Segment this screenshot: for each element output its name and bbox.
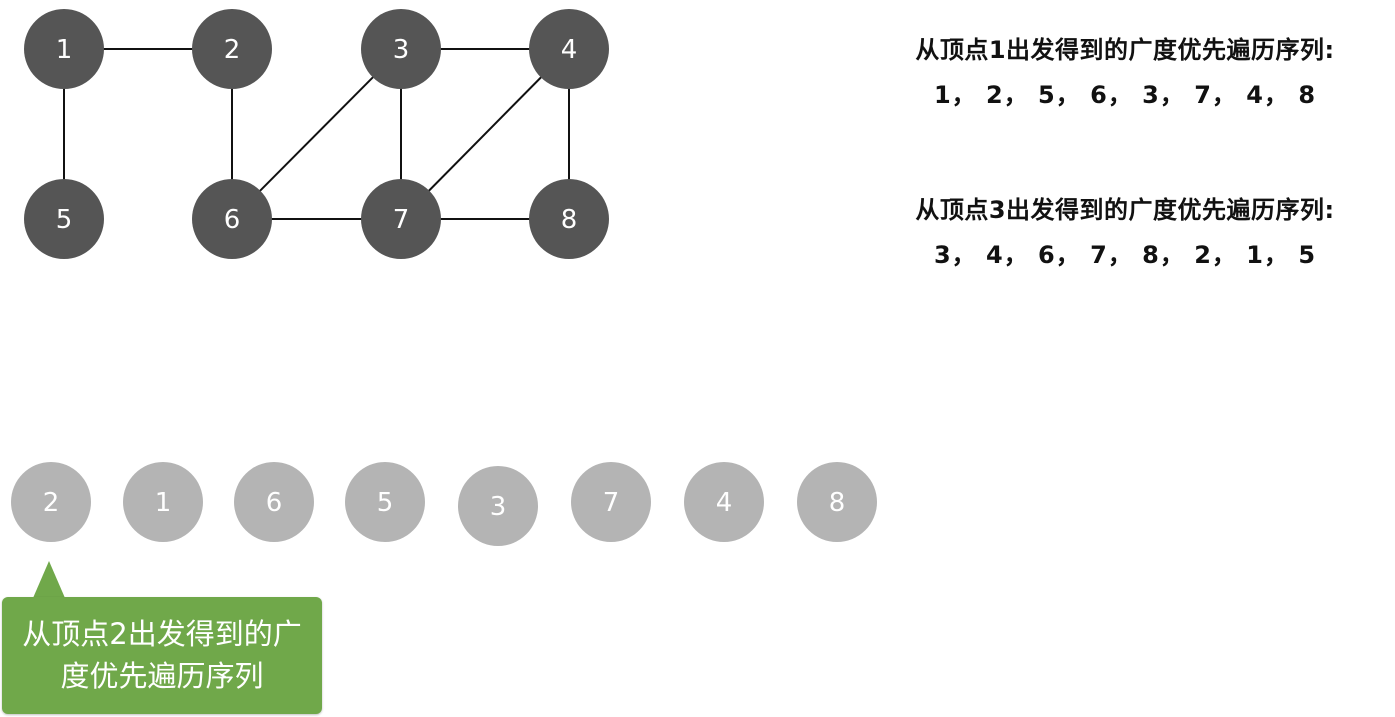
sequence-label: 3 <box>490 492 507 522</box>
graph-nodes: 1 2 3 4 5 6 7 8 <box>24 9 609 259</box>
node-circle <box>529 179 609 259</box>
callout-bubble: 从顶点2出发得到的广 度优先遍历序列 <box>2 597 322 714</box>
sequence-label: 1 <box>155 488 172 518</box>
sequence-circle <box>234 462 314 542</box>
graph-node-6: 6 <box>192 179 272 259</box>
node-label: 1 <box>56 35 73 65</box>
node-label: 8 <box>561 205 578 235</box>
node-circle <box>24 179 104 259</box>
node-circle <box>529 9 609 89</box>
sequence-node-4: 5 <box>345 462 425 542</box>
sequence-node-5: 3 <box>458 466 538 546</box>
sequence-circle <box>123 462 203 542</box>
sequence-label: 2 <box>43 488 60 518</box>
caption-start-3: 从顶点3出发得到的广度优先遍历序列: 3， 4， 6， 7， 8， 2， 1， … <box>860 190 1390 270</box>
graph-node-4: 4 <box>529 9 609 89</box>
sequence-circle <box>458 466 538 546</box>
traversal-sequence: 2 1 6 5 3 7 4 8 <box>11 462 877 546</box>
sequence-node-8: 8 <box>797 462 877 542</box>
callout-line-1: 从顶点2出发得到的广 <box>22 617 302 651</box>
sequence-label: 7 <box>603 488 620 518</box>
node-circle <box>24 9 104 89</box>
caption-sequence: 3， 4， 6， 7， 8， 2， 1， 5 <box>933 241 1317 269</box>
sequence-label: 8 <box>829 488 846 518</box>
graph-node-3: 3 <box>361 9 441 89</box>
callout-text: 从顶点2出发得到的广 度优先遍历序列 <box>2 613 322 697</box>
caption-title: 从顶点1出发得到的广度优先遍历序列: <box>915 36 1335 64</box>
node-circle <box>192 9 272 89</box>
graph-node-1: 1 <box>24 9 104 89</box>
node-label: 2 <box>224 35 241 65</box>
graph-node-7: 7 <box>361 179 441 259</box>
node-label: 7 <box>393 205 410 235</box>
caption-sequence: 1， 2， 5， 6， 3， 7， 4， 8 <box>933 81 1317 109</box>
sequence-node-3: 6 <box>234 462 314 542</box>
sequence-node-1: 2 <box>11 462 91 542</box>
sequence-circle <box>684 462 764 542</box>
sequence-circle <box>797 462 877 542</box>
sequence-node-2: 1 <box>123 462 203 542</box>
node-label: 3 <box>393 35 410 65</box>
sequence-circle <box>11 462 91 542</box>
node-label: 4 <box>561 35 578 65</box>
callout-tail <box>33 561 65 598</box>
sequence-node-7: 4 <box>684 462 764 542</box>
node-circle <box>361 9 441 89</box>
sequence-circle <box>571 462 651 542</box>
graph-node-8: 8 <box>529 179 609 259</box>
sequence-node-6: 7 <box>571 462 651 542</box>
graph-node-2: 2 <box>192 9 272 89</box>
graph-node-5: 5 <box>24 179 104 259</box>
callout-line-2: 度优先遍历序列 <box>60 659 264 693</box>
sequence-label: 6 <box>266 488 283 518</box>
node-label: 5 <box>56 205 73 235</box>
sequence-circle <box>345 462 425 542</box>
sequence-label: 4 <box>716 488 733 518</box>
node-circle <box>192 179 272 259</box>
caption-start-1: 从顶点1出发得到的广度优先遍历序列: 1， 2， 5， 6， 3， 7， 4， … <box>860 30 1390 110</box>
sequence-label: 5 <box>377 488 394 518</box>
caption-title: 从顶点3出发得到的广度优先遍历序列: <box>915 196 1335 224</box>
node-label: 6 <box>224 205 241 235</box>
node-circle <box>361 179 441 259</box>
graph-edges <box>63 48 570 220</box>
